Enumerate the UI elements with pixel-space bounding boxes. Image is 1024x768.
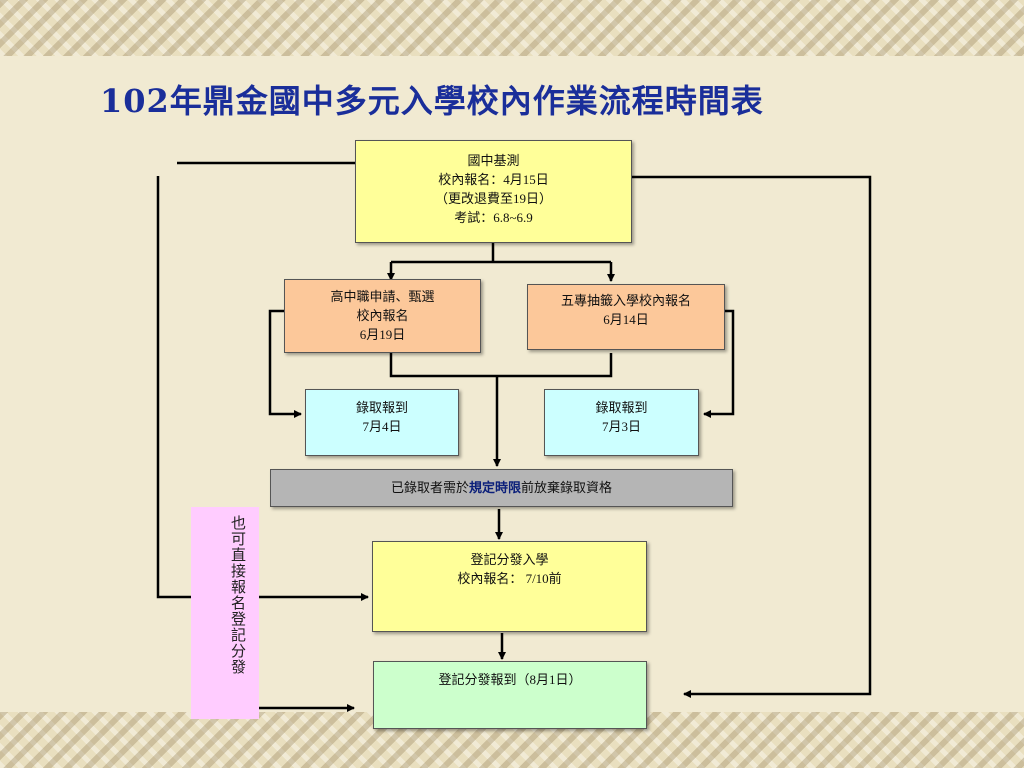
box-line: 6月14日	[603, 312, 649, 327]
admission-report-left-box: 錄取報到 7月4日	[305, 389, 459, 456]
box-line: 登記分發入學	[470, 552, 549, 567]
connector-arrow	[156, 176, 369, 601]
five-year-lottery-box: 五專抽籤入學校內報名 6月14日	[527, 284, 725, 350]
notice-emphasis: 規定時限	[468, 480, 521, 495]
box-line: 7月3日	[601, 419, 641, 434]
registration-distribution-box: 登記分發入學 校內報名： 7/10前	[372, 541, 647, 632]
side-note-panel	[191, 507, 259, 719]
box-line: 高中職申請、甄選	[330, 289, 435, 304]
high-school-apply-box: 高中職申請、甄選 校內報名 6月19日	[284, 279, 481, 353]
box-line: 校內報名： 7/10前	[457, 571, 562, 586]
connector-line	[389, 353, 613, 378]
box-line: 校內報名：4月15日	[438, 172, 549, 187]
box-line: 考試：6.8~6.9	[454, 210, 533, 225]
basic-test-box: 國中基測 校內報名：4月15日 （更改退費至19日） 考試：6.8~6.9	[355, 140, 632, 243]
decorative-border-top	[0, 0, 1024, 56]
box-line: 錄取報到	[355, 400, 408, 415]
box-line: 錄取報到	[595, 400, 648, 415]
box-line: 登記分發報到（8月1日）	[438, 672, 582, 687]
box-line: 國中基測	[467, 153, 520, 168]
box-line: 7月4日	[362, 419, 402, 434]
connector-arrow	[632, 175, 872, 698]
admission-report-right-box: 錄取報到 7月3日	[544, 389, 699, 456]
notice-prefix: 已錄取者需於	[390, 480, 469, 495]
box-line: （更改退費至19日）	[434, 191, 552, 206]
slide-title: 102年鼎金國中多元入學校內作業流程時間表	[100, 82, 764, 120]
box-line: 五專抽籤入學校內報名	[560, 293, 691, 308]
side-note-text: 也可直接報名登記分發	[229, 515, 245, 675]
notice-suffix: 前放棄錄取資格	[521, 480, 613, 495]
box-line: 校內報名	[356, 308, 409, 323]
distribution-report-box: 登記分發報到（8月1日）	[373, 661, 647, 729]
box-line: 6月19日	[359, 327, 406, 342]
abandon-notice-bar: 已錄取者需於規定時限前放棄錄取資格	[270, 469, 733, 507]
